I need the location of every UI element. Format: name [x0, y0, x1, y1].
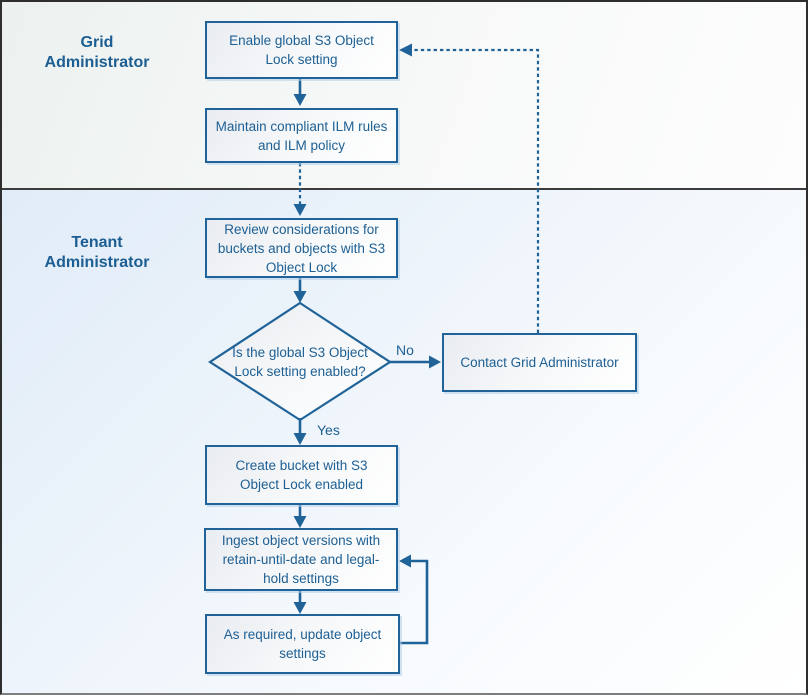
decision-diamond-label: Is the global S3 Object Lock setting ena…	[232, 345, 368, 379]
node-maintain-compliant-ilm: Maintain compliant ILM rules and ILM pol…	[205, 108, 398, 163]
lane-tenant-administrator	[2, 188, 806, 693]
edge-label-yes: Yes	[317, 422, 340, 438]
edge-ingest-to-update	[293, 591, 307, 614]
node-review-considerations: Review considerations for buckets and ob…	[205, 218, 398, 278]
edge-decision-yes-to-create	[293, 418, 307, 445]
node-contact-grid-administrator: Contact Grid Administrator	[442, 333, 637, 392]
edge-update-to-ingest-loop	[399, 554, 429, 645]
edge-decision-no-to-contact	[390, 355, 441, 369]
node-ingest-object-versions: Ingest object versions with retain-until…	[204, 528, 398, 591]
node-update-object-settings: As required, update object settings	[205, 614, 400, 674]
edge-enable-to-maintain	[293, 79, 307, 106]
edge-maintain-to-review-dashed	[293, 163, 307, 216]
lane-label-grid-administrator: Grid Administrator	[44, 34, 150, 71]
node-enable-global-s3-object-lock: Enable global S3 Object Lock setting	[205, 21, 398, 79]
lane-label-tenant-administrator: Tenant Administrator	[44, 234, 150, 271]
edge-review-to-decision	[293, 276, 307, 303]
node-create-bucket: Create bucket with S3 Object Lock enable…	[205, 445, 398, 505]
edge-create-to-ingest	[293, 505, 307, 528]
edge-label-no: No	[396, 342, 414, 358]
edge-contact-to-enable-dashed	[399, 43, 540, 333]
lane-grid-administrator	[2, 2, 806, 188]
